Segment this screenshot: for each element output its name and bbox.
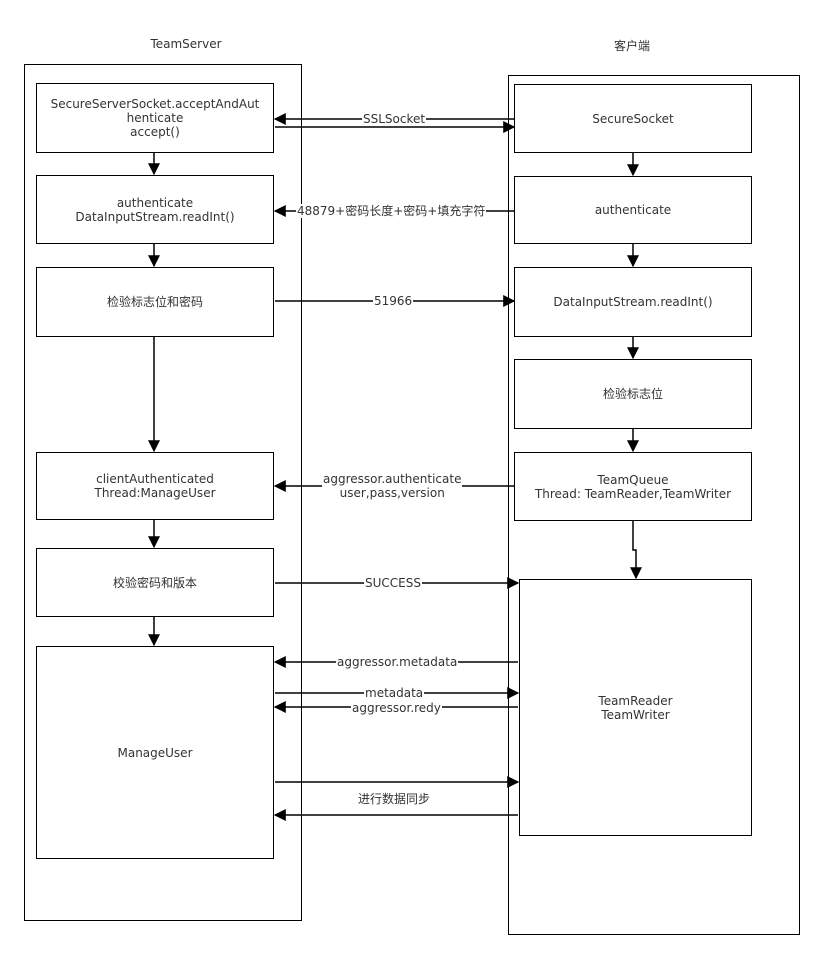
client-team-queue-box: TeamQueue Thread: TeamReader,TeamWriter [514, 452, 752, 521]
sync-label: 进行数据同步 [357, 792, 432, 806]
server-accept-box: SecureServerSocket.acceptAndAut henticat… [36, 83, 274, 153]
server-authenticate-box: authenticate DataInputStream.readInt() [36, 175, 274, 244]
client-flow-arrow [630, 521, 642, 580]
aggressor-metadata-label: aggressor.metadata [336, 655, 459, 669]
client-read-int-box: DataInputStream.readInt() [514, 267, 752, 337]
metadata-label: metadata [364, 686, 425, 700]
client-verify-flag-box: 检验标志位 [514, 359, 752, 429]
server-client-auth-box: clientAuthenticated Thread:ManageUser [36, 452, 274, 520]
server-check-version-box: 校验密码和版本 [36, 548, 274, 617]
success-label: SUCCESS [364, 576, 422, 590]
teamserver-lane [24, 64, 302, 921]
auth-payload-label: 48879+密码长度+密码+填充字符 [296, 204, 487, 218]
aggressor-ready-label: aggressor.redy [351, 701, 442, 715]
client-title: 客户端 [613, 39, 650, 53]
aggressor-auth-label: aggressor.authenticate user,pass,version [322, 472, 463, 500]
ssl-socket-label: SSLSocket [362, 112, 427, 126]
teamserver-title: TeamServer [150, 37, 222, 51]
server-verify-box: 检验标志位和密码 [36, 267, 274, 337]
client-lane [508, 75, 800, 935]
client-authenticate-box: authenticate [514, 176, 752, 244]
server-manage-user-box: ManageUser [36, 646, 274, 859]
magic-label: 51966 [373, 294, 414, 308]
client-reader-writer-box: TeamReader TeamWriter [519, 579, 752, 836]
client-secure-socket-box: SecureSocket [514, 84, 752, 153]
